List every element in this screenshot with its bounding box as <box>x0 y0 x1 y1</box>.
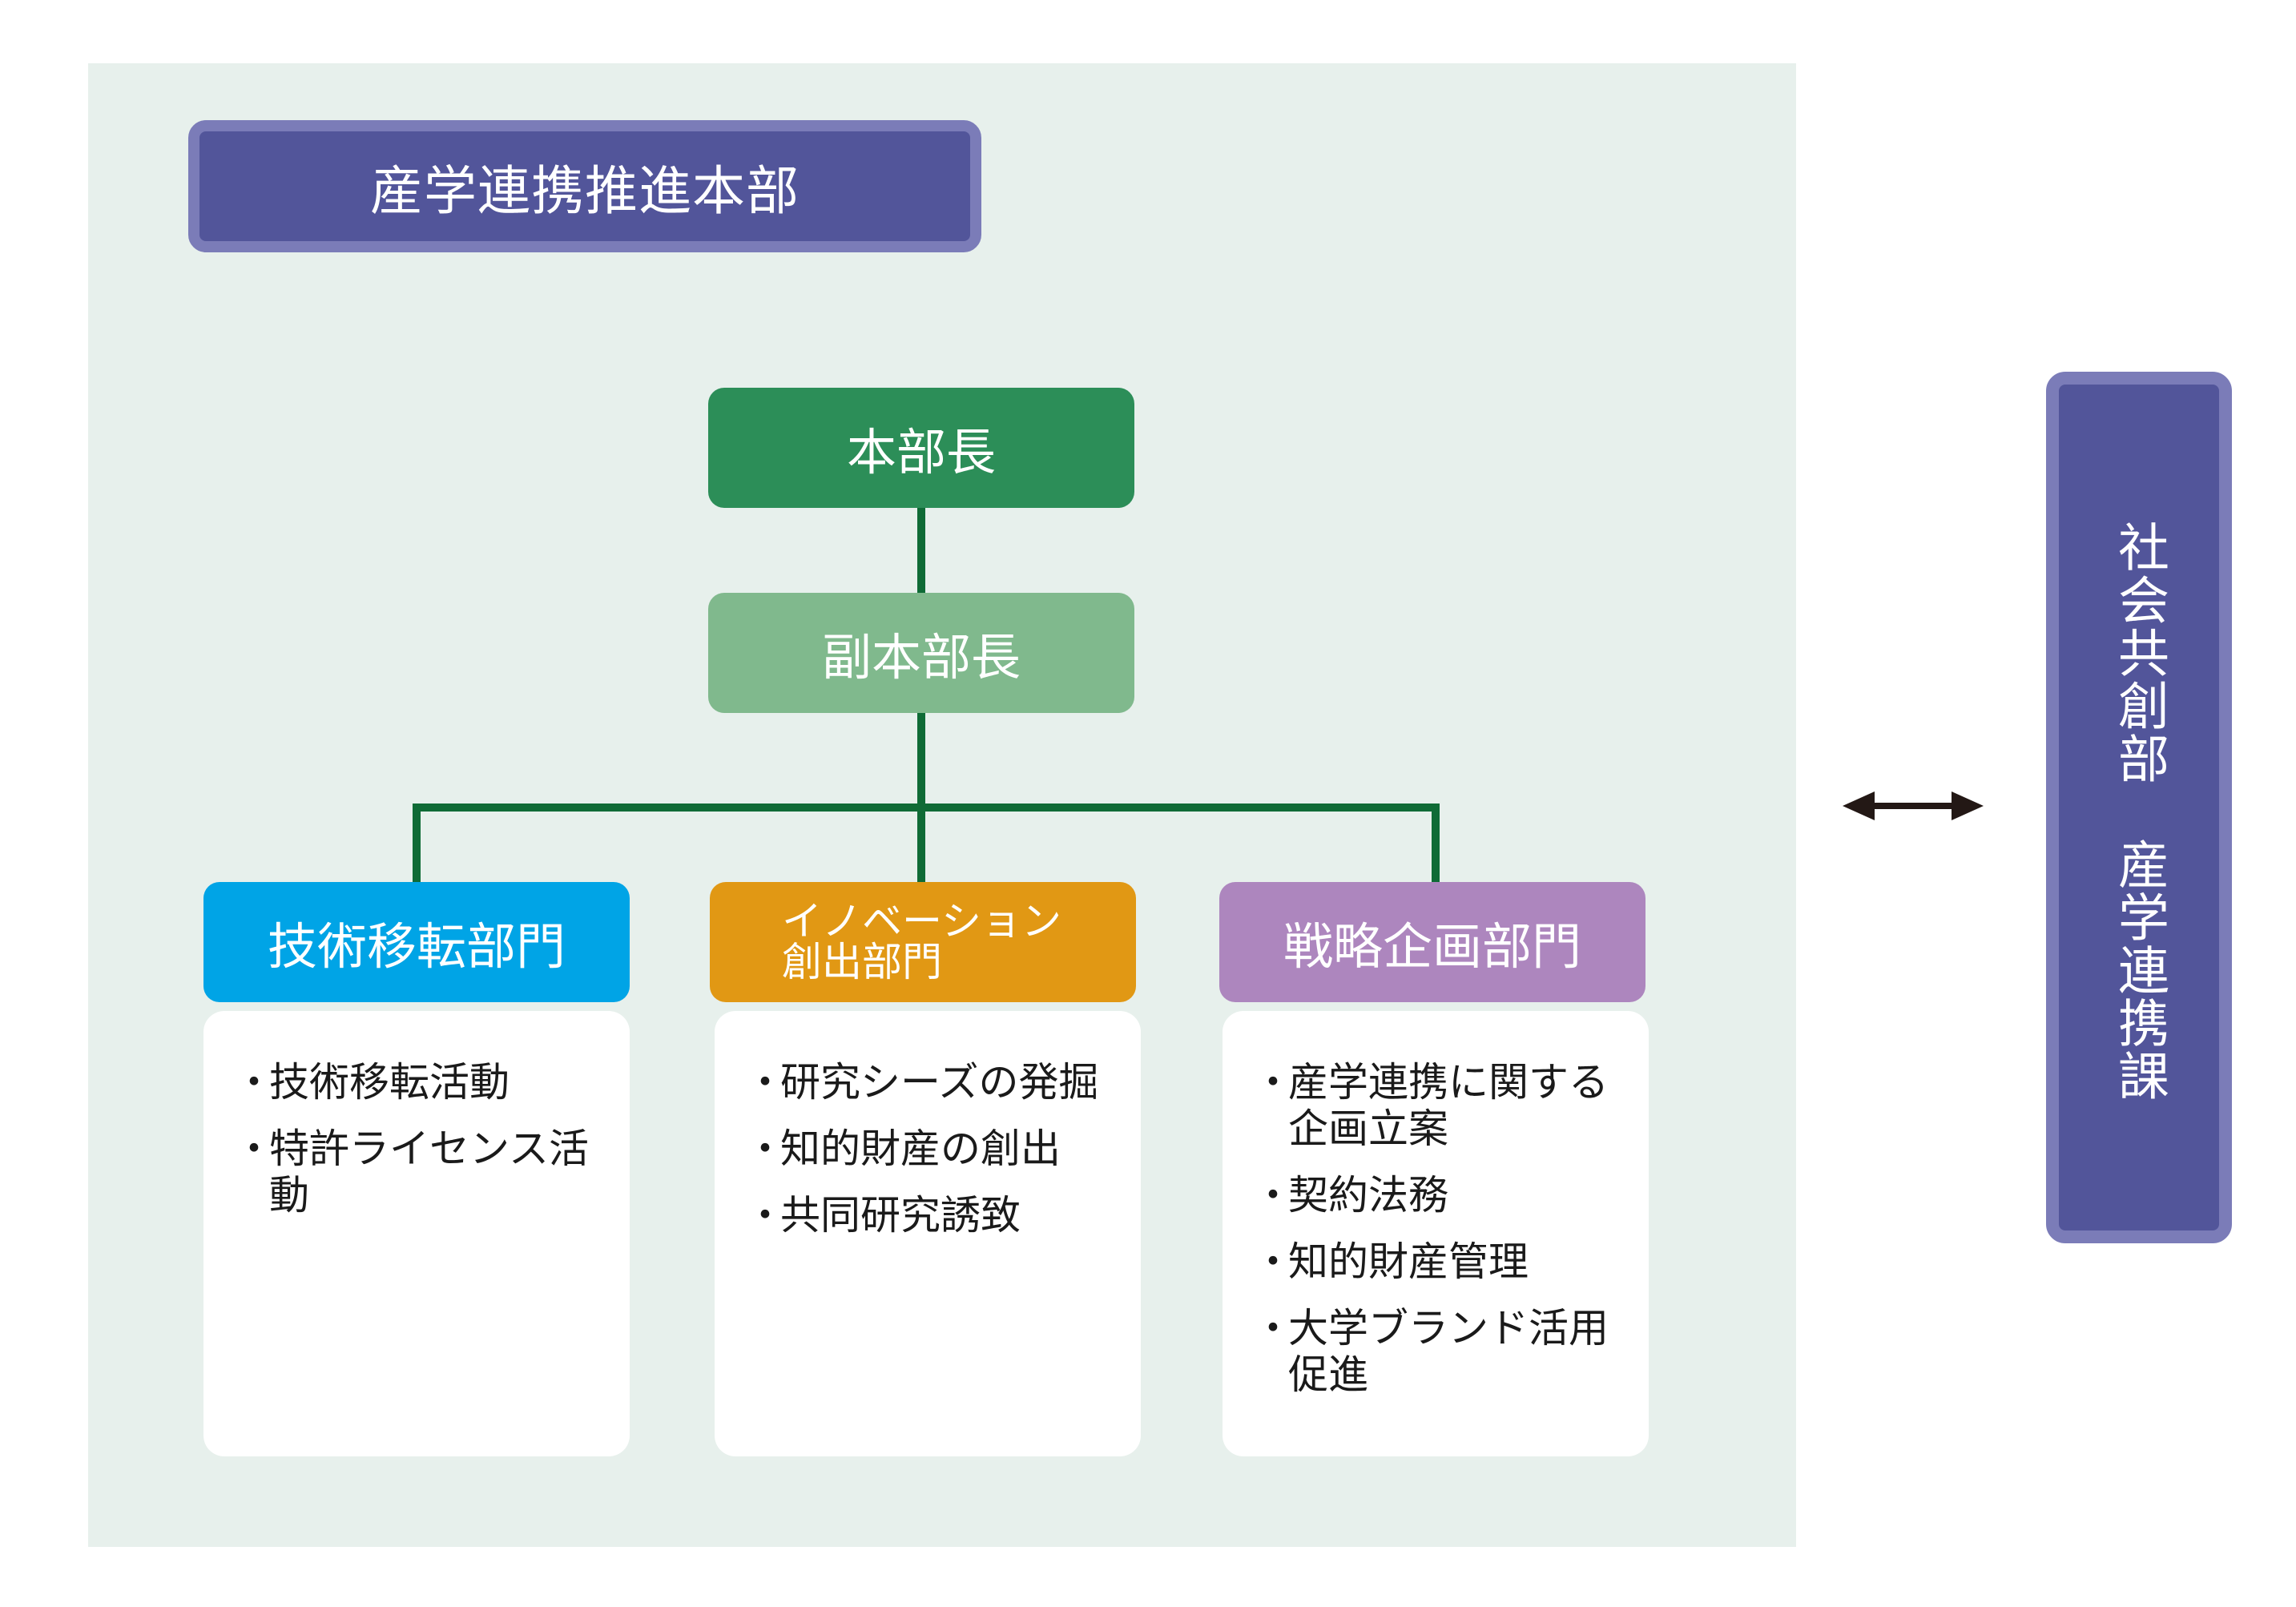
duty-text: 特許ライセンス活動 <box>269 1126 589 1218</box>
double-arrow-icon <box>1843 791 1984 820</box>
head-box: 本部長 <box>708 388 1134 508</box>
duty-text: 産学連携に関する企画立案 <box>1288 1059 1609 1152</box>
duty-item: ・技術移転活動 <box>224 1059 615 1106</box>
innovation-dept-name-line2: 創出部門 <box>782 939 942 985</box>
duty-item: ・知的財産管理 <box>1243 1238 1634 1285</box>
deputy-head-box: 副本部長 <box>708 593 1134 713</box>
external-division-label: 社会共創部 産学連携課 <box>2109 521 2169 1102</box>
innovation-dept-name-line1: イノベーション <box>782 898 1061 944</box>
duty-item: ・契約法務 <box>1243 1172 1634 1218</box>
duty-text: 研究シーズの発掘 <box>780 1059 1099 1106</box>
duty-item: ・大学ブランド活用促進 <box>1243 1305 1634 1398</box>
bullet: ・ <box>1253 1238 1293 1285</box>
innovation-duties-card: ・研究シーズの発掘 ・知的財産の創出 ・共同研究誘致 <box>715 1011 1141 1456</box>
duty-text: 共同研究誘致 <box>780 1192 1021 1238</box>
bullet: ・ <box>1253 1305 1293 1351</box>
duty-text: 契約法務 <box>1288 1172 1448 1218</box>
tech-transfer-dept-box: 技術移転部門 <box>203 882 630 1002</box>
duty-item: ・特許ライセンス活動 <box>224 1126 615 1218</box>
strategy-duties-card: ・産学連携に関する企画立案 ・契約法務 ・知的財産管理 ・大学ブランド活用促進 <box>1223 1011 1649 1456</box>
bullet: ・ <box>745 1059 785 1106</box>
external-division-box: 社会共創部 産学連携課 <box>2046 372 2232 1243</box>
duty-item: ・共同研究誘致 <box>735 1192 1126 1238</box>
duty-item: ・研究シーズの発掘 <box>735 1059 1126 1106</box>
duty-item: ・産学連携に関する企画立案 <box>1243 1059 1634 1152</box>
innovation-dept-box: イノベーション 創出部門 <box>710 882 1136 1002</box>
bullet: ・ <box>234 1059 274 1106</box>
tech-transfer-duties-card: ・技術移転活動 ・特許ライセンス活動 <box>203 1011 630 1456</box>
duty-text: 知的財産の創出 <box>780 1126 1061 1172</box>
bullet: ・ <box>745 1192 785 1238</box>
bullet: ・ <box>234 1126 274 1172</box>
bullet: ・ <box>745 1126 785 1172</box>
strategy-dept-box: 戦略企画部門 <box>1219 882 1645 1002</box>
duty-text: 技術移転活動 <box>269 1059 510 1106</box>
duty-text: 知的財産管理 <box>1288 1238 1529 1285</box>
headquarters-title: 産学連携推進本部 <box>188 120 981 252</box>
bullet: ・ <box>1253 1172 1293 1218</box>
bullet: ・ <box>1253 1059 1293 1106</box>
duty-text: 大学ブランド活用促進 <box>1288 1305 1609 1398</box>
duty-item: ・知的財産の創出 <box>735 1126 1126 1172</box>
